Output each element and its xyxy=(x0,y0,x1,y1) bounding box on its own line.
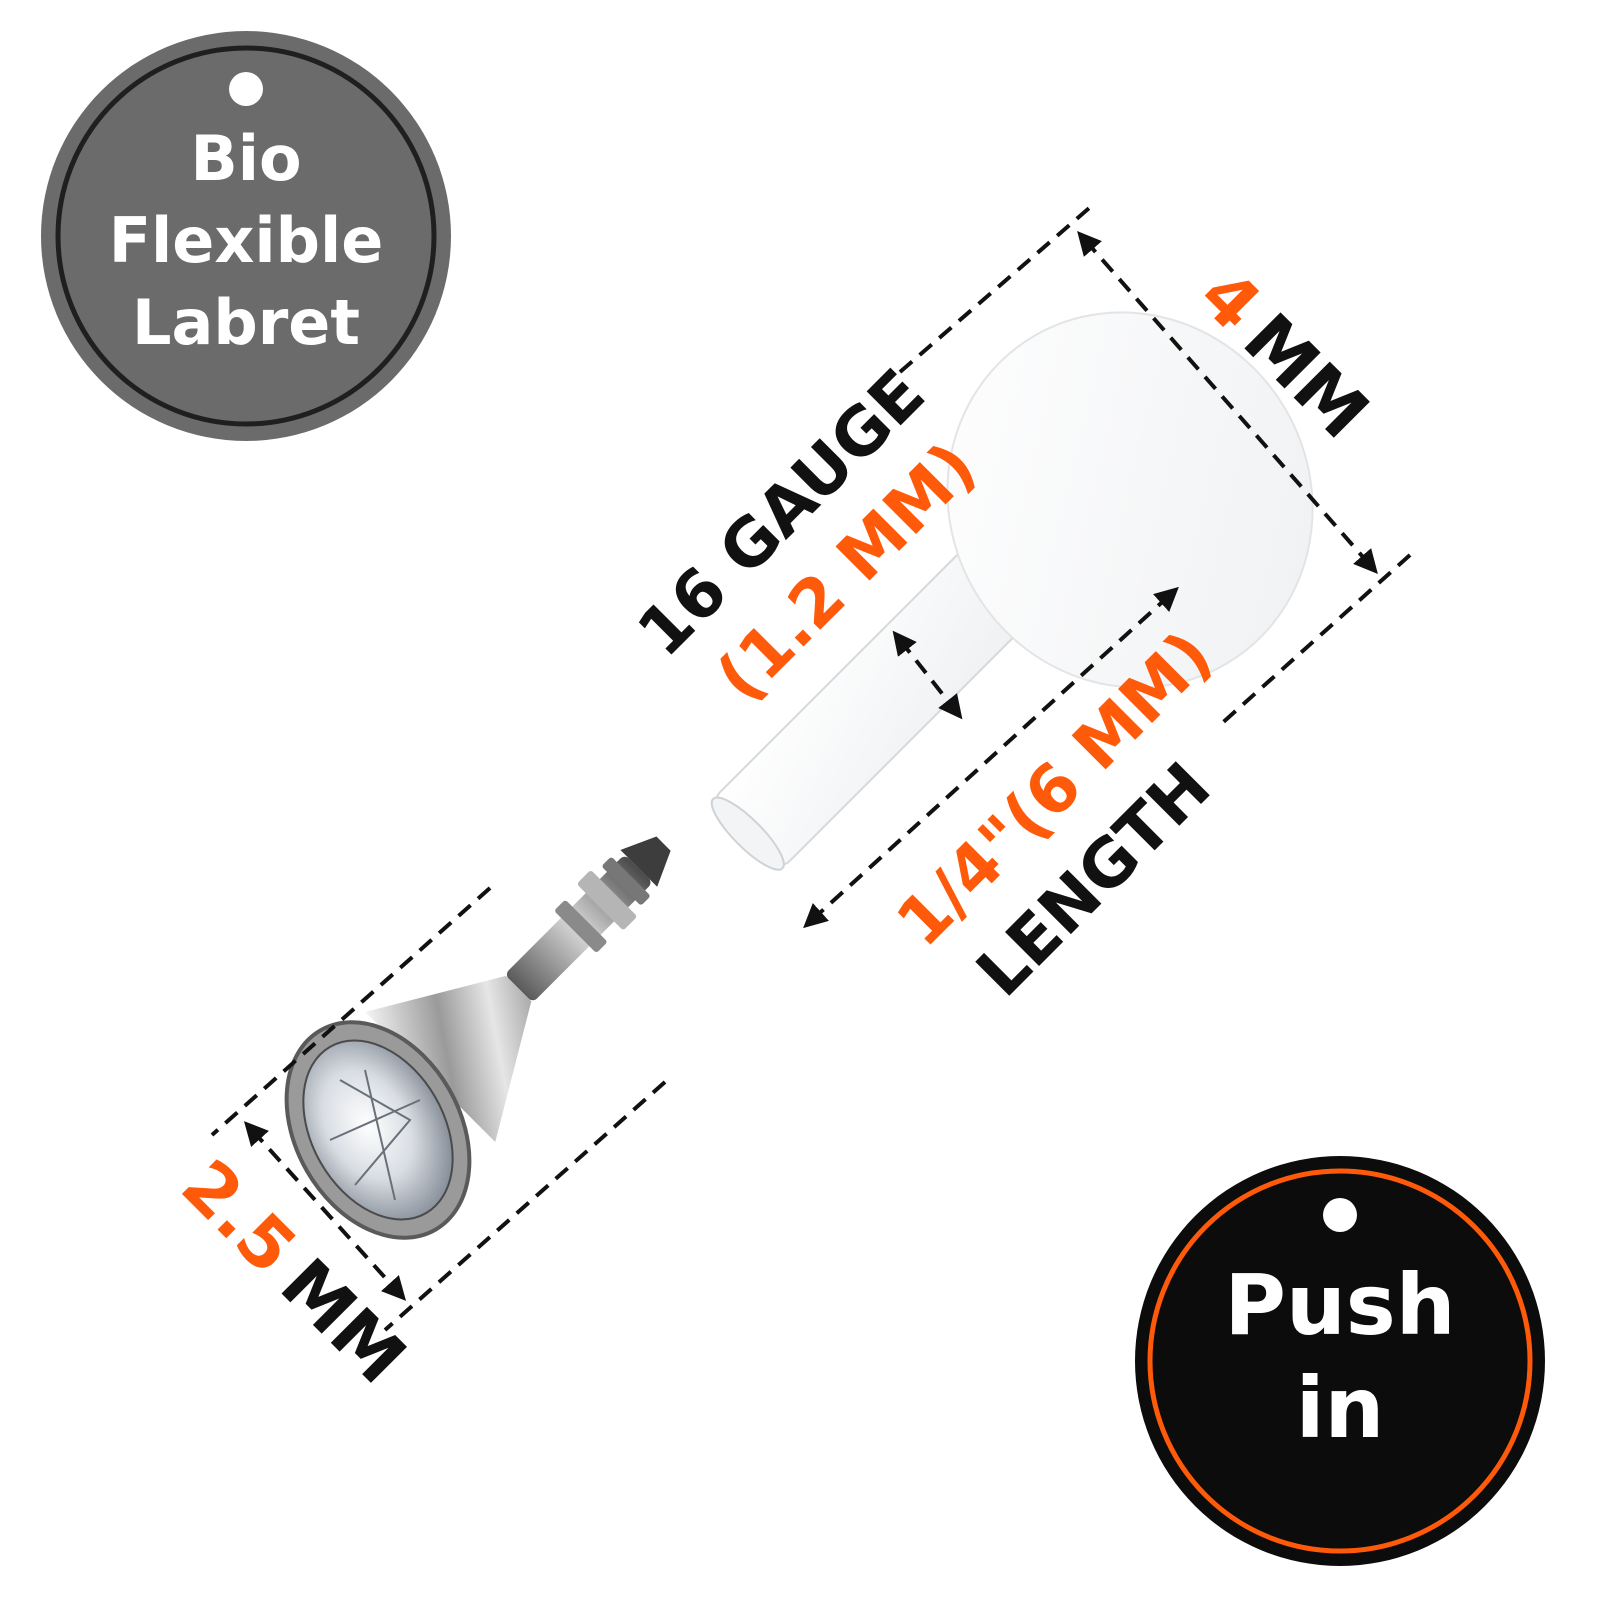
badge-line-in: in xyxy=(1296,1359,1385,1457)
badge-hole-icon xyxy=(229,72,263,106)
labret-shaft-end xyxy=(710,796,785,871)
gem-size-unit: MM xyxy=(265,1243,422,1400)
badge-line-flexible: Flexible xyxy=(109,204,384,277)
badge-line-bio: Bio xyxy=(190,122,301,195)
badge-line-push: Push xyxy=(1224,1256,1455,1354)
badge-line-labret: Labret xyxy=(132,286,360,359)
gem-top-cone xyxy=(365,975,532,1143)
gem-top xyxy=(284,836,671,1240)
push-in-badge: Push in xyxy=(1135,1156,1545,1566)
gem-size-value: 2.5 xyxy=(166,1144,312,1290)
badge-hole-icon xyxy=(1323,1198,1357,1232)
bio-flexible-labret-badge: Bio Flexible Labret xyxy=(41,31,451,441)
dimension-lines xyxy=(210,201,1412,1332)
